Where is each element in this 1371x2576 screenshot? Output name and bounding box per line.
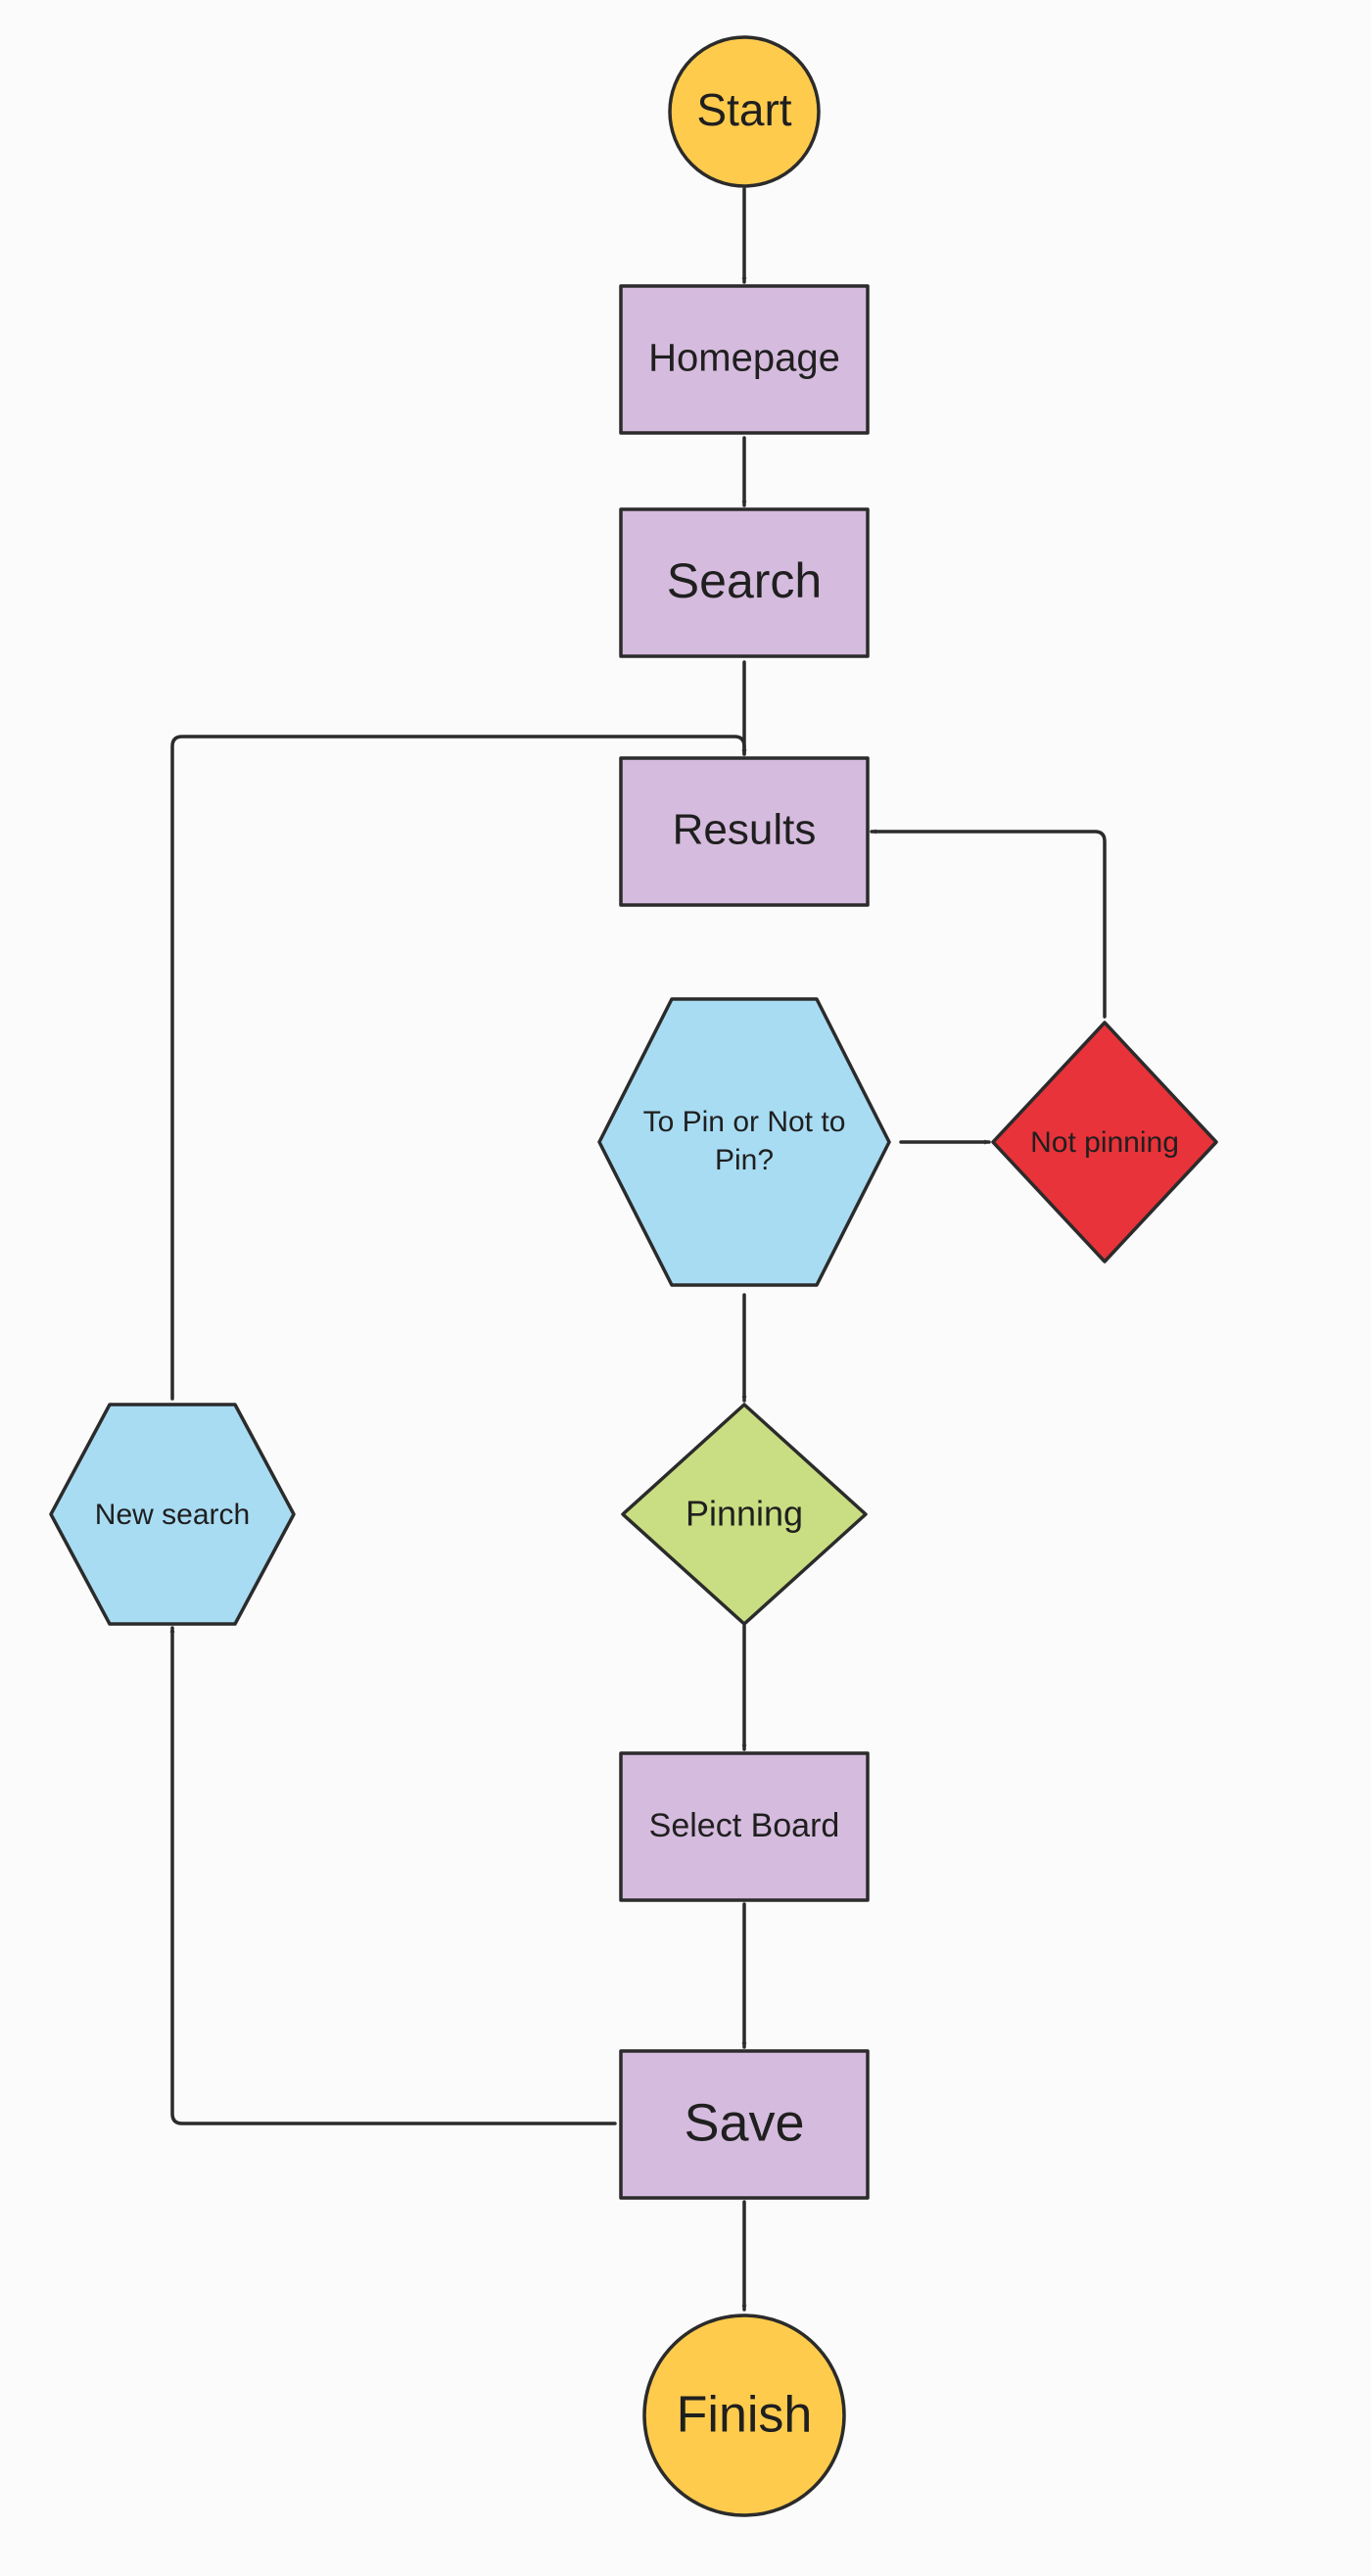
node-pinning: Pinning bbox=[621, 1403, 868, 1626]
node-search: Search bbox=[619, 507, 870, 658]
node-results: Results bbox=[619, 756, 870, 907]
start-circle bbox=[668, 35, 821, 188]
search-box bbox=[619, 507, 870, 658]
connectors bbox=[169, 187, 1107, 2312]
finish-circle bbox=[642, 2314, 846, 2517]
select-board-box bbox=[619, 1751, 870, 1902]
results-box bbox=[619, 756, 870, 907]
to-pin-label-line2: Pin? bbox=[715, 1144, 774, 1176]
not-pinning-diamond bbox=[991, 1021, 1218, 1264]
finish-label: Finish bbox=[677, 2387, 813, 2444]
select-board-label: Select Board bbox=[649, 1807, 840, 1844]
node-new-search: New search bbox=[49, 1403, 296, 1626]
not-pinning-label: Not pinning bbox=[1030, 1126, 1179, 1159]
edge-new-search-to-results bbox=[170, 735, 747, 1401]
save-box bbox=[619, 2049, 870, 2200]
pinning-label: Pinning bbox=[686, 1494, 803, 1534]
to-pin-label-line1: To Pin or Not to bbox=[643, 1106, 846, 1138]
node-homepage: Homepage bbox=[619, 284, 870, 435]
save-label: Save bbox=[684, 2093, 804, 2152]
search-label: Search bbox=[667, 553, 822, 608]
edge-not-pinning-to-results bbox=[870, 829, 1107, 1019]
node-finish: Finish bbox=[642, 2314, 846, 2517]
homepage-box bbox=[619, 284, 870, 435]
new-search-label: New search bbox=[95, 1499, 250, 1531]
homepage-label: Homepage bbox=[648, 337, 840, 380]
node-select-board: Select Board bbox=[619, 1751, 870, 1902]
to-pin-hexagon bbox=[597, 997, 891, 1287]
start-label: Start bbox=[696, 84, 791, 135]
node-not-pinning: Not pinning bbox=[991, 1021, 1218, 1264]
pinning-diamond bbox=[621, 1403, 868, 1626]
node-start: Start bbox=[668, 35, 821, 188]
edge-save-to-new-search bbox=[169, 1626, 617, 2125]
node-save: Save bbox=[619, 2049, 870, 2200]
new-search-hexagon bbox=[49, 1403, 296, 1626]
results-label: Results bbox=[673, 806, 817, 854]
node-to-pin-or-not: To Pin or Not to Pin? bbox=[597, 997, 891, 1287]
